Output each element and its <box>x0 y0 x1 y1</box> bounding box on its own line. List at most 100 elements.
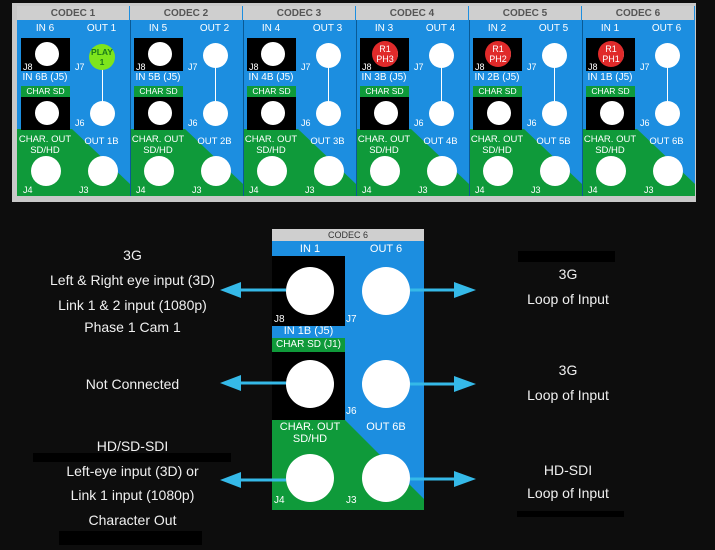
port-j7-out[interactable] <box>316 43 341 68</box>
port-j3-out-b[interactable] <box>314 156 344 186</box>
port-j5-in-b[interactable] <box>35 101 59 125</box>
loop-line <box>554 61 555 116</box>
badge-line-2: 1 <box>99 57 105 67</box>
in-b-label: IN 4B (J5) <box>248 72 294 83</box>
port-j8-in[interactable] <box>148 42 172 66</box>
badge-line-1: R1 <box>605 44 617 54</box>
port-j4-char-out[interactable] <box>483 156 513 186</box>
codec-title: CODEC 1 <box>17 6 130 20</box>
char-out-label: CHAR. OUT SD/HD <box>469 134 525 156</box>
port-j6-out[interactable] <box>362 360 410 408</box>
jack-label-j8: J8 <box>475 62 485 72</box>
jack-label-j3: J3 <box>418 185 428 195</box>
port-j4-char-out[interactable] <box>596 156 626 186</box>
char-out-line-2: SD/HD <box>256 145 286 156</box>
jack-label-j8: J8 <box>362 62 372 72</box>
codec-title: CODEC 4 <box>356 6 469 20</box>
column-separator <box>243 6 244 196</box>
port-j6-out[interactable] <box>542 101 567 126</box>
badge-line-1: R1 <box>379 44 391 54</box>
port-j3-out-b[interactable] <box>362 454 410 502</box>
redaction-bar <box>59 531 202 545</box>
char-out-line-2: SD/HD <box>143 145 173 156</box>
desc-line: Loop of Input <box>527 291 609 307</box>
jack-label-j4: J4 <box>475 185 485 195</box>
port-j5-in-b[interactable] <box>148 101 172 125</box>
in-b-label: IN 6B (J5) <box>22 72 68 83</box>
port-j5-in-b[interactable] <box>487 101 511 125</box>
arrow-right-bottom <box>410 471 476 487</box>
port-j8-in[interactable] <box>261 42 285 66</box>
port-j3-out-b[interactable] <box>653 156 683 186</box>
desc-line: Character Out <box>88 512 177 528</box>
column-separator <box>469 6 470 196</box>
port-j4-char-out[interactable] <box>144 156 174 186</box>
port-j8-in[interactable] <box>35 42 59 66</box>
char-sd-label: CHAR SD (J1) <box>272 338 345 352</box>
port-j4-char-out[interactable] <box>286 454 334 502</box>
port-j5-in-b[interactable] <box>600 101 624 125</box>
out-label: OUT 4 <box>425 23 456 34</box>
port-j5-in-b[interactable] <box>286 360 334 408</box>
port-j5-in-b[interactable] <box>374 101 398 125</box>
arrow-left-mid <box>220 375 286 391</box>
codec-overview-panel: CODEC 1 IN 6 OUT 1 J8 J7 IN 6B (J5) CHAR… <box>12 3 696 202</box>
out-b-label: OUT 6B <box>649 136 684 147</box>
port-j6-out[interactable] <box>90 101 115 126</box>
codec-title: CODEC 3 <box>243 6 356 20</box>
port-j7-out[interactable] <box>429 43 454 68</box>
port-j4-char-out[interactable] <box>31 156 61 186</box>
detail-out-b-label: OUT 6B <box>366 421 406 433</box>
badge-line-1: PLAY <box>91 47 113 57</box>
char-out-line-2: SD/HD <box>30 145 60 156</box>
desc-line: Left-eye input (3D) or <box>66 463 199 479</box>
loop-line <box>328 61 329 116</box>
out-label: OUT 1 <box>86 23 117 34</box>
port-j3-out-b[interactable] <box>201 156 231 186</box>
port-j3-out-b[interactable] <box>88 156 118 186</box>
port-j6-out[interactable] <box>655 101 680 126</box>
char-out-line-1: CHAR. OUT <box>131 134 185 145</box>
port-j7-out[interactable] <box>655 43 680 68</box>
jack-label-j6: J6 <box>414 118 424 128</box>
port-j6-out[interactable] <box>203 101 228 126</box>
desc-line: Loop of Input <box>527 485 609 501</box>
port-j5-in-b[interactable] <box>261 101 285 125</box>
port-j7-out[interactable] <box>203 43 228 68</box>
desc-line: Link 1 input (1080p) <box>70 487 195 503</box>
loop-line <box>215 61 216 116</box>
desc-line: Loop of Input <box>527 387 609 403</box>
badge-line-2: PH2 <box>489 54 507 64</box>
port-j6-out[interactable] <box>429 101 454 126</box>
codec-column: CODEC 1 IN 6 OUT 1 J8 J7 IN 6B (J5) CHAR… <box>17 6 130 196</box>
detail-in-b-label: IN 1B (J5) <box>283 325 334 337</box>
port-j4-char-out[interactable] <box>370 156 400 186</box>
port-j3-out-b[interactable] <box>427 156 457 186</box>
port-j3-out-b[interactable] <box>540 156 570 186</box>
port-j7-out[interactable] <box>362 267 410 315</box>
char-out-line-2: SD/HD <box>292 433 328 445</box>
char-out-label: CHAR. OUT SD/HD <box>356 134 412 156</box>
redaction-bar <box>517 511 624 517</box>
port-j7-out[interactable] <box>542 43 567 68</box>
right-top-description: 3G Loop of Input <box>508 266 628 316</box>
jack-label-j3: J3 <box>192 185 202 195</box>
char-out-line-2: SD/HD <box>482 145 512 156</box>
jack-label-j4: J4 <box>249 185 259 195</box>
port-j8-in[interactable] <box>286 267 334 315</box>
out-label: OUT 5 <box>538 23 569 34</box>
in-label: IN 4 <box>261 23 281 34</box>
in-b-label: IN 5B (J5) <box>135 72 181 83</box>
jack-label-j6: J6 <box>301 118 311 128</box>
jack-label-j7: J7 <box>414 62 424 72</box>
in-label: IN 5 <box>148 23 168 34</box>
desc-line: Link 1 & 2 input (1080p) <box>58 297 207 313</box>
arrow-left-top <box>220 282 286 298</box>
jack-label-j4: J4 <box>274 495 285 506</box>
out-b-label: OUT 4B <box>423 136 458 147</box>
port-j4-char-out[interactable] <box>257 156 287 186</box>
desc-line: Phase 1 Cam 1 <box>84 319 181 335</box>
arrow-right-mid <box>410 376 476 392</box>
port-j6-out[interactable] <box>316 101 341 126</box>
jack-label-j7: J7 <box>527 62 537 72</box>
